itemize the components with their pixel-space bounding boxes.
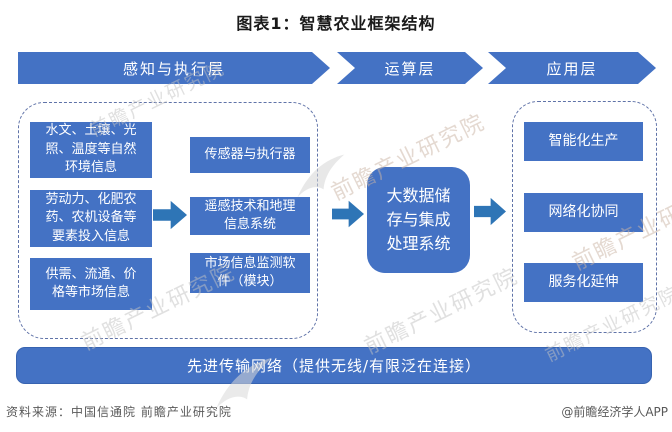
layer-banner-perception: 感知与执行层 <box>18 52 330 84</box>
core-box-bigdata-processing: 大数据储存与集成处理系统 <box>367 167 470 273</box>
tool-box-remote-sensing: 遥感技术和地理信息系统 <box>190 197 310 235</box>
input-box-environment-label: 水文、土壤、光照、温度等自然环境信息 <box>45 123 137 176</box>
input-box-factors: 劳动力、化肥农药、农机设备等要素投入信息 <box>30 190 152 247</box>
tool-box-market-monitor-label: 市场信息监测软件（模块） <box>204 255 296 289</box>
credit-note: @前瞻经济学人APP <box>561 405 668 419</box>
figure-title: 图表1：智慧农业框架结构 <box>236 14 436 33</box>
input-box-market-label: 供需、流通、价格等市场信息 <box>45 266 137 300</box>
layer-banner-perception-label: 感知与执行层 <box>122 59 225 78</box>
layer-banner-application: 应用层 <box>488 52 656 84</box>
tool-box-remote-sensing-label: 遥感技术和地理信息系统 <box>204 198 296 232</box>
layer-banner-application-label: 应用层 <box>546 59 598 78</box>
watermark-text: 前瞻产业研究院 <box>360 263 523 360</box>
application-group-container <box>512 101 657 333</box>
arrow-tools-to-core-icon <box>332 200 364 228</box>
application-box-service-extension: 服务化延伸 <box>524 263 643 302</box>
application-box-network-collaboration: 网络化协同 <box>524 193 643 232</box>
arrow-core-to-application-icon <box>474 197 506 226</box>
input-box-environment: 水文、土壤、光照、温度等自然环境信息 <box>30 122 152 178</box>
application-box-intelligent-production: 智能化生产 <box>524 122 643 161</box>
tool-box-market-monitor: 市场信息监测软件（模块） <box>190 253 310 293</box>
input-box-market: 供需、流通、价格等市场信息 <box>30 258 152 310</box>
layer-banner-computing-label: 运算层 <box>384 59 436 78</box>
tool-box-sensors-label: 传感器与执行器 <box>204 146 296 162</box>
core-box-bigdata-processing-label: 大数据储存与集成处理系统 <box>386 186 451 253</box>
layer-banner-computing: 运算层 <box>337 52 483 84</box>
input-box-factors-label: 劳动力、化肥农药、农机设备等要素投入信息 <box>45 191 137 244</box>
tool-box-sensors: 传感器与执行器 <box>190 137 310 173</box>
source-note: 资料来源：中国信通院 前瞻产业研究院 <box>6 405 232 419</box>
network-banner: 先进传输网络（提供无线/有限泛在连接） <box>16 347 652 384</box>
network-banner-label: 先进传输网络（提供无线/有限泛在连接） <box>186 357 482 375</box>
application-box-service-extension-label: 服务化延伸 <box>548 273 619 290</box>
perception-group-container <box>18 102 318 339</box>
application-box-intelligent-production-label: 智能化生产 <box>548 132 619 149</box>
application-box-network-collaboration-label: 网络化协同 <box>548 203 619 220</box>
